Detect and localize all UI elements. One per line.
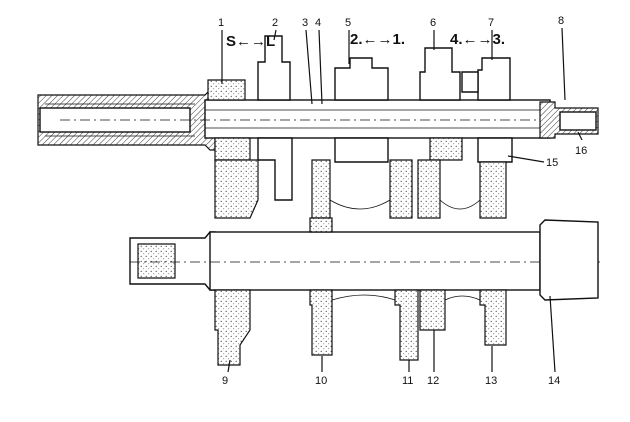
callout-1: 1 <box>218 17 224 29</box>
gear-lower-10 <box>309 217 333 356</box>
callout-13: 13 <box>485 375 497 387</box>
main-shaft <box>37 89 600 151</box>
range-shift-label: S←→L <box>226 33 275 50</box>
gear-lower-12 <box>419 289 446 331</box>
housing-web <box>214 159 507 219</box>
callout-5: 5 <box>345 17 351 29</box>
gear-lower-13 <box>331 289 507 346</box>
callout-4: 4 <box>315 17 321 29</box>
callout-3: 3 <box>302 17 308 29</box>
callout-2: 2 <box>272 17 278 29</box>
gear-lower-11 <box>394 289 419 361</box>
gear-upper-5 <box>334 57 389 163</box>
callout-16: 16 <box>575 145 587 157</box>
gear-upper-6 <box>419 47 463 161</box>
countershaft <box>129 219 600 301</box>
callout-10: 10 <box>315 375 327 387</box>
callout-14: 14 <box>548 375 560 387</box>
callout-9: 9 <box>222 375 228 387</box>
callout-8: 8 <box>558 15 564 27</box>
callout-7: 7 <box>488 17 494 29</box>
callout-6: 6 <box>430 17 436 29</box>
gear-upper-7 <box>461 57 513 163</box>
callout-15: 15 <box>546 157 558 169</box>
callout-12: 12 <box>427 375 439 387</box>
gear-upper-1 <box>207 79 251 161</box>
gear-lower-9 <box>214 289 251 366</box>
callout-11: 11 <box>402 375 413 387</box>
leader-lines <box>221 27 583 373</box>
gear-shift-4-3-label: 4.←→3. <box>450 31 505 48</box>
gear-shift-2-1-label: 2.←→1. <box>350 31 405 48</box>
